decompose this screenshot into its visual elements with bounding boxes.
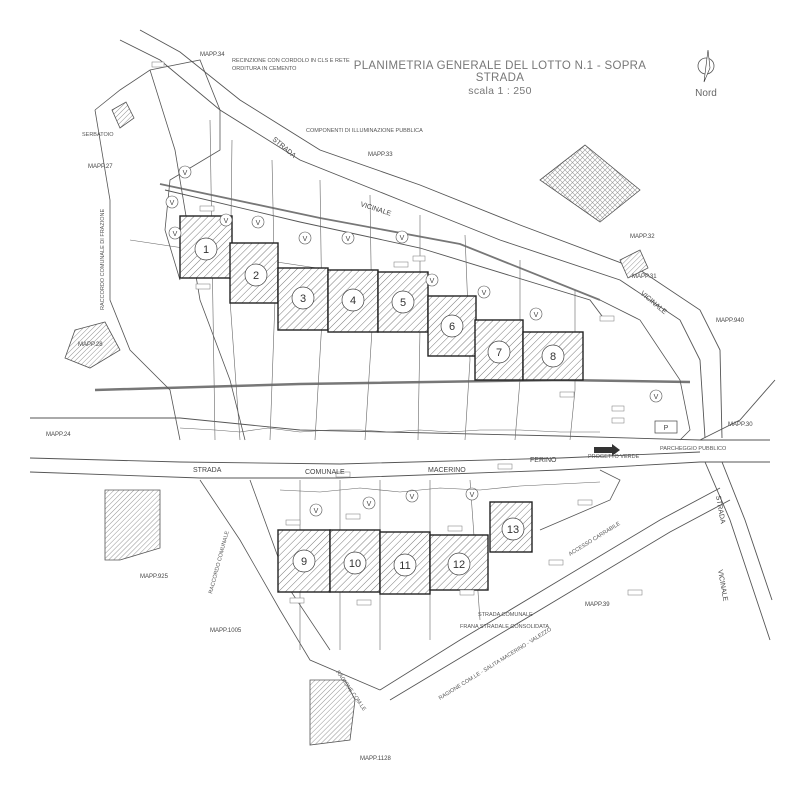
lots-upper (179, 215, 584, 381)
road-label: COMUNALE (305, 469, 345, 476)
parcel-label: MAPP.34 (200, 52, 225, 58)
parcel-label: MAPP.28 (78, 342, 103, 348)
elevation-tags (151, 61, 643, 606)
parcel-label: MAPP.925 (140, 574, 169, 580)
parking-marker (654, 420, 678, 434)
note: COMPONENTI DI ILLUMINAZIONE PUBBLICA (306, 128, 423, 134)
road-label: FERINO (530, 457, 557, 464)
note: PROGETTO VERDE (588, 454, 640, 460)
road-label: VICINALE (359, 201, 392, 218)
lot-number: 13 (507, 524, 519, 536)
note: RACCORDO COMUNALE (208, 530, 231, 594)
note: STRADA COMUNALE (478, 612, 533, 618)
drawing-title-block: PLANIMETRIA GENERALE DEL LOTTO N.1 - SOP… (340, 60, 660, 97)
note: PARCHEGGIO PUBBLICO (660, 446, 727, 452)
lot-number: 2 (253, 270, 259, 282)
direction-arrow (594, 444, 620, 456)
note: RECINZIONE CON CORDOLO IN CLS E RETE (232, 58, 350, 64)
utility-line (94, 378, 691, 392)
note: FRANA STRADALE CONSOLIDATA (460, 624, 549, 630)
lower-road (379, 487, 731, 701)
green-mark: V (303, 236, 308, 243)
parcel-label: MAPP.27 (88, 164, 113, 170)
green-mark: V (410, 494, 415, 501)
green-mark: V (367, 501, 372, 508)
road-label: STRADA (193, 467, 222, 474)
lot-number: 9 (301, 556, 307, 568)
road-label: STRADA (271, 136, 298, 160)
drawing-title: PLANIMETRIA GENERALE DEL LOTTO N.1 - SOP… (353, 60, 647, 84)
road-label: MACERINO (428, 467, 466, 474)
green-mark: V (170, 200, 175, 207)
green-area-markers (165, 165, 663, 517)
green-mark: V (173, 231, 178, 238)
main-road (29, 417, 770, 479)
parcel-label: MAPP.1005 (210, 628, 242, 634)
drainage-line (179, 427, 601, 493)
road-label: STRADA (714, 495, 726, 525)
note: ACCESSO CARRABILE (568, 521, 622, 558)
parcel-label: MAPP.30 (728, 422, 753, 428)
site-boundary-upper (94, 59, 691, 441)
lot-labels (194, 237, 565, 577)
lot-number: 10 (349, 558, 361, 570)
green-mark: V (654, 394, 659, 401)
north-label: Nord (695, 88, 717, 99)
north-arrow: Nord (688, 48, 724, 106)
lot-7 (474, 319, 524, 381)
compass-icon (697, 49, 715, 83)
lot-number: 1 (203, 244, 209, 256)
note: SERBATOIO (82, 132, 114, 138)
drawing-scale: scala 1 : 250 (468, 85, 532, 97)
lot-number: 5 (400, 297, 406, 309)
neighbour-buildings (64, 101, 649, 746)
green-mark: V (470, 492, 475, 499)
green-mark: V (400, 235, 405, 242)
green-mark: V (430, 278, 435, 285)
lot-number: 7 (496, 347, 502, 359)
green-mark: V (534, 312, 539, 319)
green-mark: V (183, 170, 188, 177)
green-mark: V (224, 218, 229, 225)
parcel-label: MAPP.32 (630, 234, 655, 240)
note: RAGIONE COM.LE - SALITA MACERINO - VALEZ… (438, 626, 554, 701)
utility-line-2 (159, 183, 601, 301)
road-label: VICINALE (639, 290, 668, 316)
lot-number: 4 (350, 295, 356, 307)
parcel-label: MAPP.1128 (360, 756, 391, 762)
green-mark: V (482, 290, 487, 297)
right-road (699, 379, 776, 641)
lot-number: 8 (550, 351, 556, 363)
lot-number: 3 (300, 293, 306, 305)
parcel-label: MAPP.940 (716, 318, 745, 324)
green-mark: V (256, 220, 261, 227)
green-mark: V (346, 236, 351, 243)
note: RACCORDO COMUNALE DI FRAZIONE (100, 209, 106, 310)
parking-mark: P (664, 425, 669, 432)
lot-number: 6 (449, 321, 455, 333)
lot-number: 12 (453, 559, 465, 571)
parcel-label: MAPP.31 (632, 274, 657, 280)
parcel-label: MAPP.24 (46, 432, 71, 438)
green-mark: V (314, 508, 319, 515)
note: ORDITURA IN CEMENTO (232, 66, 297, 72)
parcel-label: MAPP.39 (585, 602, 610, 608)
lot-number: 11 (399, 560, 410, 572)
road-label: VICINALE (716, 569, 728, 602)
parcel-label: MAPP.33 (368, 152, 393, 158)
